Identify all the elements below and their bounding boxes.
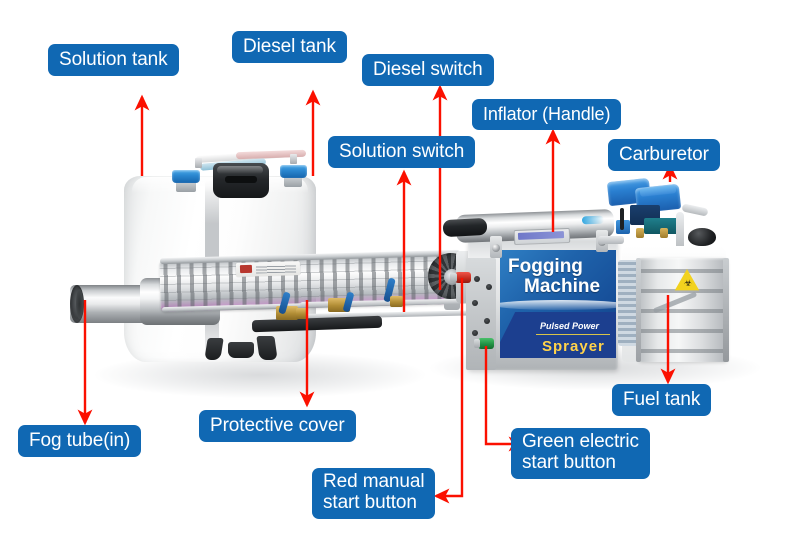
brand-product-word: Sprayer xyxy=(542,338,605,355)
fuel-tank-cap xyxy=(688,228,716,246)
label-green-electric-start[interactable]: Green electric start button xyxy=(511,428,650,479)
tank-strap-highlight xyxy=(217,166,263,174)
tank-strap-slot xyxy=(225,176,257,183)
brand-divider xyxy=(536,334,610,335)
hose-clamp-right xyxy=(290,154,297,164)
red-button-collar xyxy=(450,273,457,282)
label-diesel-switch[interactable]: Diesel switch xyxy=(362,54,494,87)
housing-rivet-2 xyxy=(486,284,492,290)
label-solution-switch[interactable]: Solution switch xyxy=(328,136,476,169)
solution-tank-cap-left xyxy=(172,170,200,183)
label-fog-tube[interactable]: Fog tube(in) xyxy=(18,425,142,458)
inflator-blue-decal xyxy=(581,215,605,225)
rear-frame-strut xyxy=(598,236,624,244)
brand-line-1: Fogging xyxy=(508,256,583,277)
green-electric-start-button[interactable] xyxy=(478,338,494,349)
tank-foot-right xyxy=(256,336,278,360)
solution-tank-cap-right xyxy=(280,165,307,178)
fog-tube-rim xyxy=(76,289,83,319)
label-solution-tank[interactable]: Solution tank xyxy=(48,44,179,77)
inflator-bolt-left xyxy=(492,244,500,252)
hazard-symbol: ☣ xyxy=(683,278,693,288)
fuel-guard-edge-left xyxy=(636,258,641,362)
label-diesel-tank[interactable]: Diesel tank xyxy=(232,31,347,64)
housing-rivet-3 xyxy=(472,300,478,306)
carburetor-brass-fitting-2 xyxy=(660,228,668,238)
spec-plate-logo xyxy=(239,264,253,274)
solution-cap-neck-right xyxy=(284,176,302,187)
housing-rivet-1 xyxy=(474,276,480,282)
label-red-manual-start[interactable]: Red manual start button xyxy=(312,468,436,519)
red-manual-start-button[interactable] xyxy=(455,272,471,283)
solution-valve-nut xyxy=(296,308,308,319)
brand-wave xyxy=(500,300,616,310)
label-protective-cover[interactable]: Protective cover xyxy=(199,410,356,443)
fuel-tank-coil xyxy=(618,260,640,346)
brand-line-2: Machine xyxy=(524,276,601,297)
housing-rivet-4 xyxy=(484,318,490,324)
fuel-tank-guard xyxy=(638,258,728,362)
label-inflator-handle[interactable]: Inflator (Handle) xyxy=(472,99,622,131)
carburetor-mount-block xyxy=(644,218,678,234)
diesel-valve-nut xyxy=(390,296,403,307)
housing-rivet-5 xyxy=(472,330,478,336)
carburetor-linkage xyxy=(620,208,624,230)
fuel-line-bend xyxy=(681,203,709,217)
brand-panel: Fogging Machine Pulsed Power Sprayer xyxy=(500,250,616,358)
solution-cap-neck-left xyxy=(176,181,196,192)
fuel-line xyxy=(676,212,684,252)
carburetor-brass-fitting-1 xyxy=(636,228,644,238)
inflator-handle-grip[interactable] xyxy=(442,217,488,238)
fuel-guard-edge-right xyxy=(723,258,729,362)
green-button-collar xyxy=(474,339,480,348)
hose-clamp-left xyxy=(195,158,202,168)
label-carburetor[interactable]: Carburetor xyxy=(608,139,720,172)
label-fuel-tank[interactable]: Fuel tank xyxy=(612,384,712,417)
tank-foot-center xyxy=(228,342,254,358)
spec-plate-lines xyxy=(255,264,297,274)
brand-tagline: Pulsed Power xyxy=(540,321,600,331)
